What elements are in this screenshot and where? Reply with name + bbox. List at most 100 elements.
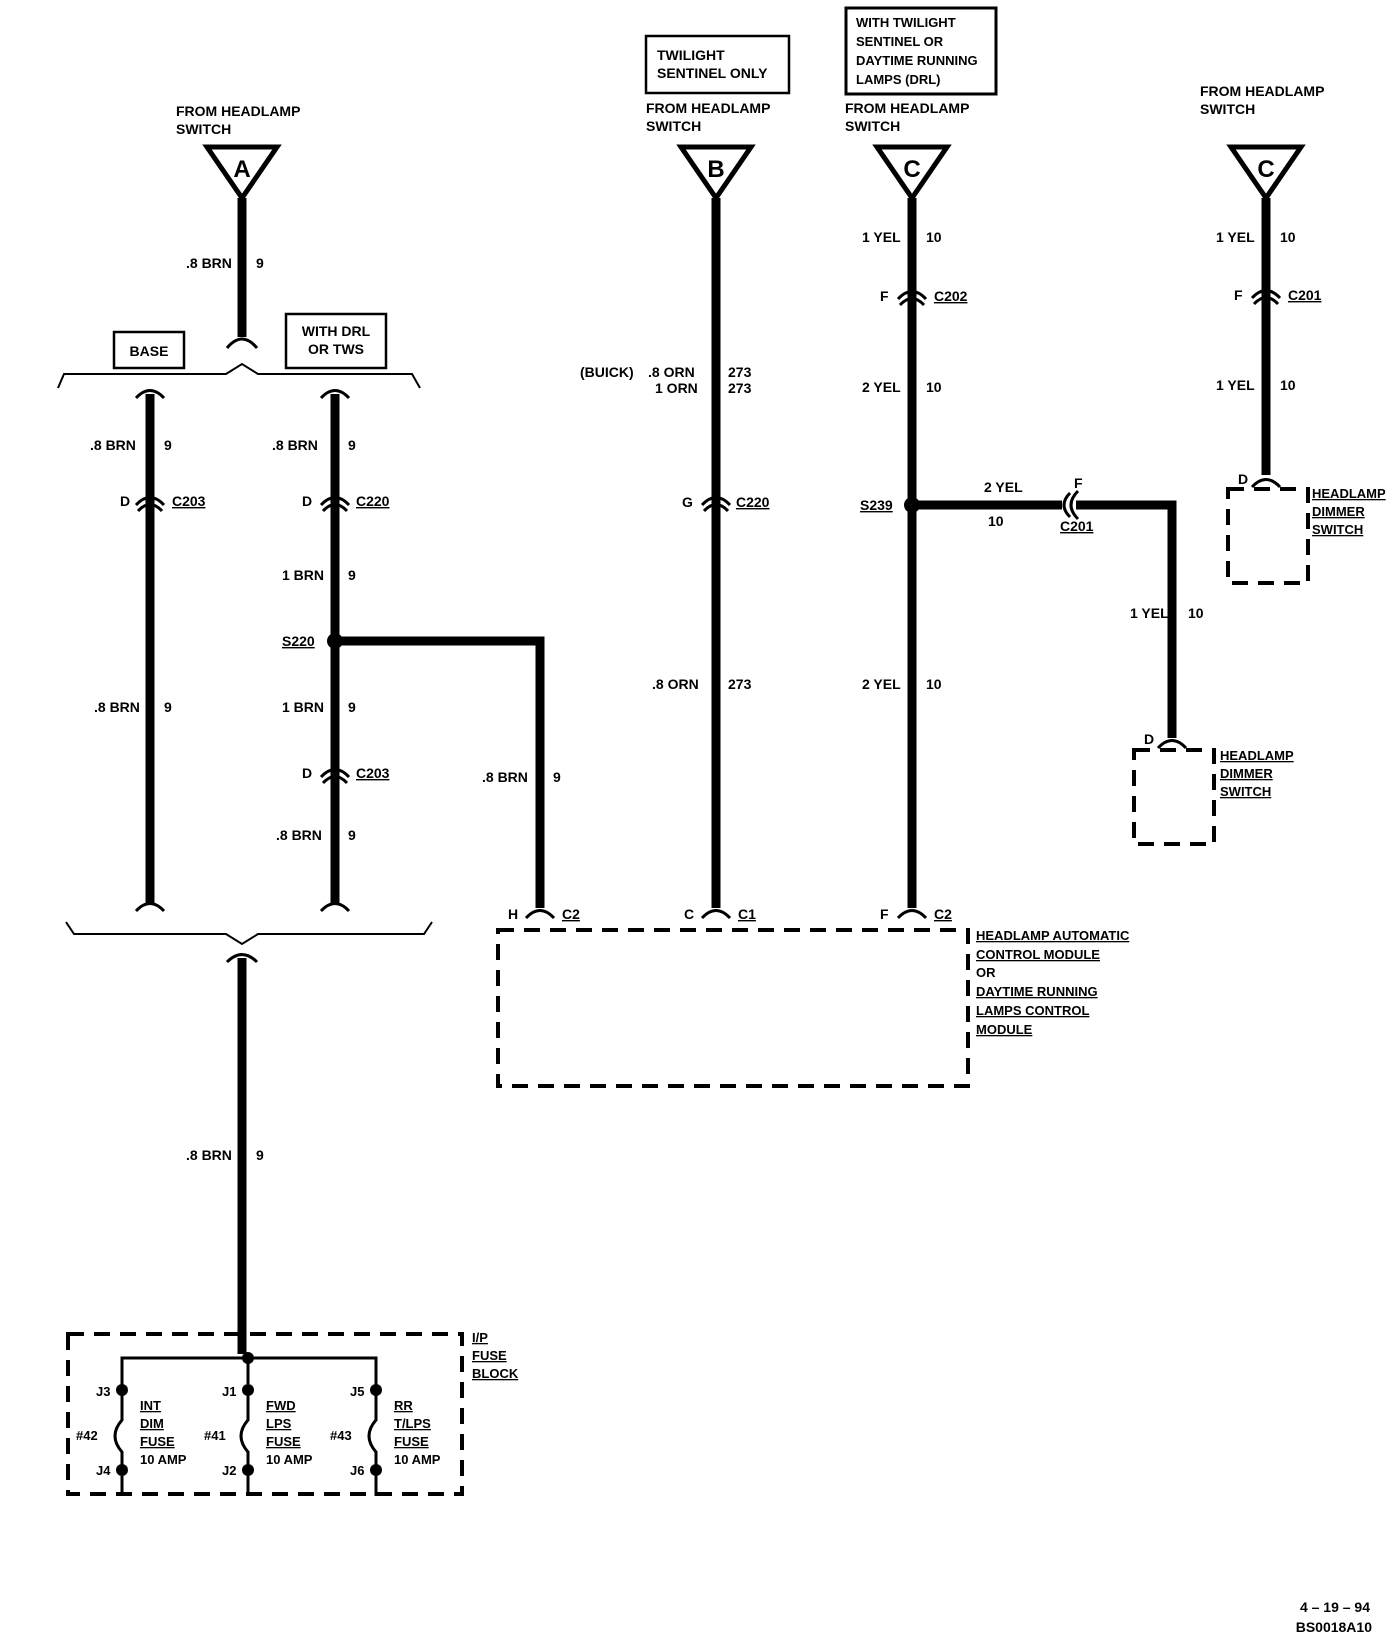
fuse-41-rating: 10 AMP xyxy=(266,1452,313,1467)
drl-c203-label: C203 xyxy=(356,765,390,781)
drl-top-break xyxy=(319,389,351,400)
module-h-label: C2 xyxy=(562,906,580,922)
wire-c2-1-circuit: 10 xyxy=(1280,229,1296,245)
b-c220-connector-icon xyxy=(700,496,732,513)
wire-drl-2-label: 1 BRN xyxy=(282,567,324,583)
drl-c220-connector-icon xyxy=(319,496,351,513)
drl-bottom-break xyxy=(319,902,351,913)
wire-c1-1-label: 1 YEL xyxy=(862,229,901,245)
option-drl-label-2: OR TWS xyxy=(308,341,364,357)
fuse-42 xyxy=(113,1384,128,1496)
base-top-break xyxy=(134,389,166,400)
wire-c1-1-circuit: 10 xyxy=(926,229,942,245)
wire-bottom-label: .8 BRN xyxy=(186,1147,232,1163)
wire-c1-3-label: 2 YEL xyxy=(862,676,901,692)
source-b-title-2: SWITCH xyxy=(646,118,701,134)
module-label-4: DAYTIME RUNNING xyxy=(976,984,1098,999)
module-label-5: LAMPS CONTROL xyxy=(976,1003,1089,1018)
module-f-label: C2 xyxy=(934,906,952,922)
fuse-block-box xyxy=(66,1332,464,1496)
wire-base-2-circuit: 9 xyxy=(164,699,172,715)
option-base-label: BASE xyxy=(130,343,169,359)
fuse-43-name-2: T/LPS xyxy=(394,1416,431,1431)
fuse-42-rating: 10 AMP xyxy=(140,1452,187,1467)
dimmer1-pin: D xyxy=(1238,471,1248,487)
wire-c2-2-label: 1 YEL xyxy=(1216,377,1255,393)
option-drl-label-1: WITH DRL xyxy=(302,323,371,339)
c2-c201-pin: F xyxy=(1234,287,1243,303)
fuse-41-name-1: FWD xyxy=(266,1398,296,1413)
b-c220-label: C220 xyxy=(736,494,770,510)
wire-base-1-label: .8 BRN xyxy=(90,437,136,453)
base-c203-connector-icon xyxy=(134,496,166,513)
source-c1-option-2: SENTINEL OR xyxy=(856,34,944,49)
module-c-pin: C xyxy=(684,906,694,922)
source-c1-option-3: DAYTIME RUNNING xyxy=(856,53,978,68)
source-a-title: FROM HEADLAMP xyxy=(176,103,300,119)
source-c1-option-4: LAMPS (DRL) xyxy=(856,72,941,87)
wire-drl-2-circuit: 9 xyxy=(348,567,356,583)
wire-drl-3-label: 1 BRN xyxy=(282,699,324,715)
wire-branch-label: .8 BRN xyxy=(482,769,528,785)
wire-c2-2-circuit: 10 xyxy=(1280,377,1296,393)
fuse-42-top-pin: J3 xyxy=(96,1384,110,1399)
wire-c2-1-label: 1 YEL xyxy=(1216,229,1255,245)
fuse-43-bottom-pin: J6 xyxy=(350,1463,364,1478)
br-c201-connector-icon xyxy=(1062,489,1080,521)
source-a-terminal-icon xyxy=(202,144,282,203)
wire-b-1b-circuit: 273 xyxy=(728,380,752,396)
fuse-41-number: #41 xyxy=(204,1428,226,1443)
fuse-block-title-3: BLOCK xyxy=(472,1366,519,1381)
source-c2-title-2: SWITCH xyxy=(1200,101,1255,117)
fuse-41-bottom-pin: J2 xyxy=(222,1463,236,1478)
splice-s220-label: S220 xyxy=(282,633,315,649)
drl-c220-pin: D xyxy=(302,493,312,509)
splice-s239-label: S239 xyxy=(860,497,893,513)
wire-b-1a-label: .8 ORN xyxy=(648,364,695,380)
wire-c1-br-label: 2 YEL xyxy=(984,479,1023,495)
dimmer2-pin: D xyxy=(1144,731,1154,747)
c2-c201-connector-icon xyxy=(1250,289,1282,306)
wire-c1-3-circuit: 10 xyxy=(926,676,942,692)
fuse-42-bottom-pin: J4 xyxy=(96,1463,111,1478)
wire-b-2-circuit: 273 xyxy=(728,676,752,692)
source-b-option-1: TWILIGHT xyxy=(657,47,725,63)
module-c-label: C1 xyxy=(738,906,756,922)
wire-base-2-label: .8 BRN xyxy=(94,699,140,715)
dimmer1-label-2: DIMMER xyxy=(1312,504,1365,519)
c1-c202-connector-icon xyxy=(896,290,928,307)
source-c2-terminal-icon xyxy=(1226,144,1306,203)
source-c1-title-2: SWITCH xyxy=(845,118,900,134)
base-bottom-break xyxy=(134,902,166,913)
wire-drl-1-circuit: 9 xyxy=(348,437,356,453)
wire-drl-4-circuit: 9 xyxy=(348,827,356,843)
source-c2-letter: C xyxy=(1257,156,1274,183)
source-c1-terminal-icon xyxy=(872,144,952,203)
wire-c1-2-circuit: 10 xyxy=(926,379,942,395)
fuse-block-title-1: I/P xyxy=(472,1330,488,1345)
wire-c1-br2-circuit: 10 xyxy=(1188,605,1204,621)
option-bracket-top xyxy=(57,362,421,389)
dimmer1-label-3: SWITCH xyxy=(1312,522,1363,537)
wire-drl-1-label: .8 BRN xyxy=(272,437,318,453)
option-bracket-bottom xyxy=(65,921,433,946)
fuse-42-name-1: INT xyxy=(140,1398,161,1413)
br-c201-label: C201 xyxy=(1060,518,1094,534)
source-b-option-box xyxy=(644,34,791,95)
source-b-letter: B xyxy=(707,156,724,183)
module-label-2: CONTROL MODULE xyxy=(976,947,1100,962)
wire-b-2-label: .8 ORN xyxy=(652,676,699,692)
fuse-43-rating: 10 AMP xyxy=(394,1452,441,1467)
drl-c203-connector-icon xyxy=(319,768,351,785)
drl-c203-pin: D xyxy=(302,765,312,781)
base-c203-pin: D xyxy=(120,493,130,509)
drl-c220-label: C220 xyxy=(356,493,390,509)
source-a-title-2: SWITCH xyxy=(176,121,231,137)
source-c1-option-box xyxy=(844,6,998,96)
fuse-41-name-3: FUSE xyxy=(266,1434,301,1449)
fuse-42-name-3: FUSE xyxy=(140,1434,175,1449)
wire-a-top-circuit: 9 xyxy=(256,255,264,271)
wire-a-top-label: .8 BRN xyxy=(186,255,232,271)
dimmer2-label-3: SWITCH xyxy=(1220,784,1271,799)
module-label-1: HEADLAMP AUTOMATIC xyxy=(976,928,1130,943)
